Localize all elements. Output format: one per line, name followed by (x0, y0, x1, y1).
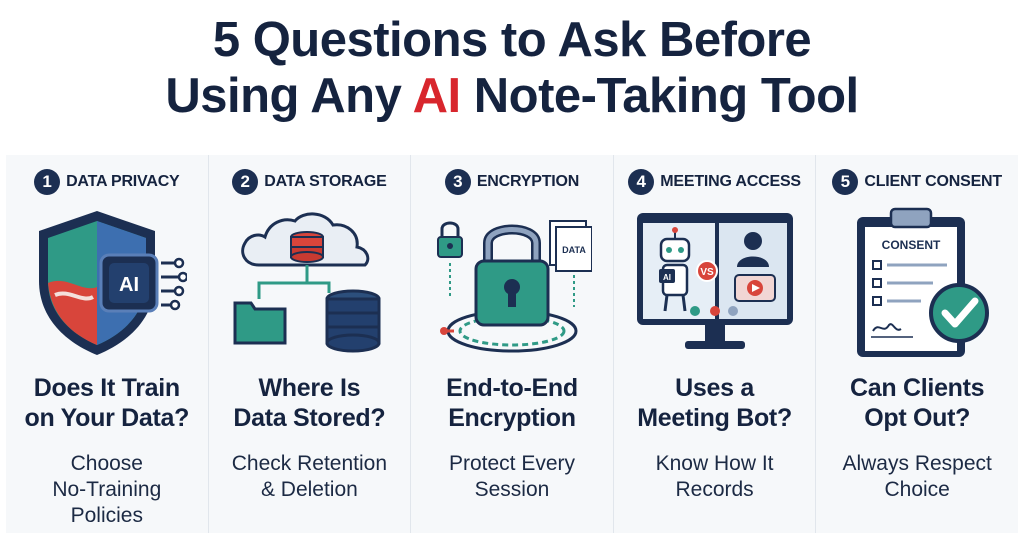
question-line-2: Meeting Bot? (637, 404, 792, 432)
column-label: CLIENT CONSENT (864, 173, 1002, 190)
cloud-database-icon (233, 212, 381, 353)
question-text: End-to-End Encryption (411, 373, 613, 433)
advice-line-1: Always Respect (842, 452, 992, 475)
question-columns: 1 DATA PRIVACY AI (6, 155, 1018, 533)
step-number-badge: 2 (232, 169, 259, 195)
column-header: 5 CLIENT CONSENT (816, 169, 1018, 195)
shield-ai-icon: AI (38, 211, 187, 355)
question-line-2: Opt Out? (864, 404, 971, 432)
advice-line-1: Check Retention (231, 452, 388, 475)
question-text: Where Is Data Stored? (209, 373, 411, 433)
page-title: 5 Questions to Ask Before Using Any AI N… (0, 12, 1024, 124)
data-document-label: DATA (562, 245, 586, 255)
question-line-1: Can Clients (850, 374, 985, 402)
advice-line-2: Records (675, 478, 754, 501)
video-meeting-icon: AI VS (636, 213, 793, 349)
advice-line-3: Policies (70, 504, 143, 527)
column-header: 2 DATA STORAGE (209, 169, 411, 195)
advice-line-1: Choose (70, 452, 143, 475)
column-client-consent: 5 CLIENT CONSENT CONSENT Ca (815, 155, 1018, 533)
column-label: DATA STORAGE (264, 173, 387, 190)
step-number-badge: 4 (628, 169, 655, 195)
question-line-1: Uses a (675, 374, 754, 402)
column-data-storage: 2 DATA STORAGE (207, 155, 411, 533)
advice-text: Check Retention & Deletion (213, 451, 407, 503)
column-encryption: 3 ENCRYPTION (410, 155, 613, 533)
column-header: 3 ENCRYPTION (411, 169, 613, 195)
column-label: MEETING ACCESS (660, 173, 801, 190)
ai-chip-label: AI (119, 274, 139, 296)
versus-badge: VS (700, 267, 714, 278)
question-text: Can Clients Opt Out? (816, 373, 1018, 433)
consent-clipboard-icon: CONSENT (857, 207, 990, 357)
bot-chip-label: AI (663, 273, 671, 282)
question-line-1: Where Is (258, 374, 361, 402)
column-data-privacy: 1 DATA PRIVACY AI (6, 155, 208, 533)
title-line-2-end: Note-Taking Tool (460, 69, 859, 123)
question-text: Uses a Meeting Bot? (614, 373, 816, 433)
question-line-1: Does It Train (33, 374, 180, 402)
consent-form-heading: CONSENT (882, 238, 941, 252)
column-header: 1 DATA PRIVACY (6, 169, 208, 195)
question-line-2: on Your Data? (24, 404, 190, 432)
column-header: 4 MEETING ACCESS (614, 169, 816, 195)
advice-text: Choose No-Training Policies (10, 451, 204, 529)
column-label: DATA PRIVACY (66, 173, 180, 190)
question-line-2: Encryption (448, 404, 576, 432)
advice-line-2: & Deletion (260, 478, 358, 501)
title-line-1: 5 Questions to Ask Before (212, 13, 812, 67)
column-meeting-access: 4 MEETING ACCESS AI (612, 155, 816, 533)
column-label: ENCRYPTION (476, 173, 580, 190)
advice-line-2: No-Training (52, 478, 162, 501)
title-line-2-start: Using Any (165, 69, 413, 123)
title-accent-ai: AI (412, 69, 462, 123)
advice-text: Know How It Records (618, 451, 812, 503)
advice-line-2: Choice (884, 478, 950, 501)
advice-line-1: Protect Every (448, 452, 575, 475)
question-text: Does It Train on Your Data? (6, 373, 208, 433)
step-number-badge: 5 (832, 169, 859, 195)
question-line-1: End-to-End (446, 374, 578, 402)
advice-line-2: Session (474, 478, 550, 501)
question-line-2: Data Stored? (233, 404, 386, 432)
advice-text: Always Respect Choice (820, 451, 1014, 503)
padlock-icon: DATA (436, 220, 592, 353)
step-number-badge: 1 (34, 169, 61, 195)
step-number-badge: 3 (444, 169, 471, 195)
advice-text: Protect Every Session (415, 451, 609, 503)
advice-line-1: Know How It (655, 452, 774, 475)
